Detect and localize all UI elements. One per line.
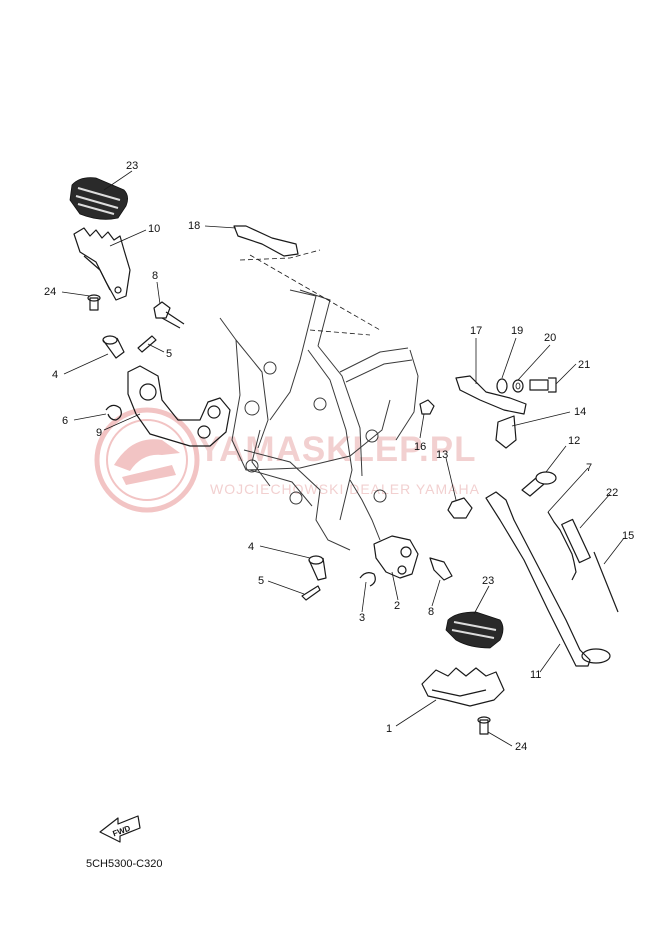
return-spring[interactable]: [593, 551, 619, 613]
footrest-rubber-top[interactable]: [69, 177, 128, 220]
cotter-pin-lower[interactable]: [301, 585, 321, 601]
callout-2: 2: [394, 600, 400, 612]
callout-1: 1: [386, 723, 392, 735]
footrest-rubber-lower[interactable]: [445, 611, 504, 649]
callout-24-top: 24: [44, 286, 56, 298]
callout-17: 17: [470, 325, 482, 337]
callout-7: 7: [586, 462, 592, 474]
bolt-bottom[interactable]: [477, 716, 491, 735]
callout-16: 16: [414, 441, 426, 453]
callout-20: 20: [544, 332, 556, 344]
footrest-bracket[interactable]: [127, 365, 231, 447]
footrest-lower[interactable]: [421, 667, 505, 707]
sidestand-nut[interactable]: [447, 497, 473, 519]
frame-outline: [219, 249, 419, 551]
callout-19: 19: [511, 325, 523, 337]
callout-23-lower: 23: [482, 575, 494, 587]
callout-4-lower: 4: [248, 541, 254, 553]
callout-12: 12: [568, 435, 580, 447]
callout-11: 11: [530, 669, 541, 681]
callout-8-lower: 8: [428, 606, 434, 618]
callout-22: 22: [606, 487, 618, 499]
pivot-pin-upper[interactable]: [102, 335, 125, 359]
rear-footrest-bracket[interactable]: [455, 375, 527, 415]
bolt-rear[interactable]: [529, 377, 557, 393]
callout-labels: 23 10 18 8 24 5 4 6 9 17 19 20 21 14 16 …: [44, 160, 634, 753]
callout-10: 10: [148, 223, 160, 235]
callout-18: 18: [188, 220, 200, 232]
callout-5-lower: 5: [258, 575, 264, 587]
bolt-upper[interactable]: [153, 301, 185, 329]
sidestand-bracket[interactable]: [495, 415, 517, 449]
sidestand-spring[interactable]: [547, 511, 577, 581]
callout-23-top: 23: [126, 160, 138, 172]
callout-5-upper: 5: [166, 348, 172, 360]
callout-21: 21: [578, 359, 590, 371]
watermark-text: YAMASKLEP.PL: [198, 430, 477, 469]
washer[interactable]: [496, 378, 508, 394]
callout-8-upper: 8: [152, 270, 158, 282]
forward-arrow-icon: FWD: [99, 815, 141, 843]
callout-6: 6: [62, 415, 68, 427]
sidestand[interactable]: [485, 491, 611, 667]
watermark-subtext: WOJCIECHOWSKI DEALER YAMAHA: [210, 481, 480, 497]
pivot-pin-lower[interactable]: [308, 555, 327, 581]
collar[interactable]: [512, 379, 524, 393]
cotter-pin-upper[interactable]: [137, 335, 157, 353]
diagram-code: 5CH5300-C320: [86, 858, 163, 870]
clip-lower[interactable]: [359, 572, 376, 587]
sidestand-bolt[interactable]: [521, 471, 557, 497]
leader-lines: [61, 170, 625, 747]
callout-9: 9: [96, 427, 102, 439]
callout-3: 3: [359, 612, 365, 624]
spring-sleeve[interactable]: [561, 518, 591, 564]
callout-15: 15: [622, 530, 634, 542]
footrest-bracket-rear[interactable]: [233, 225, 299, 257]
nut-small[interactable]: [419, 399, 435, 415]
callout-4-upper: 4: [52, 369, 58, 381]
callout-24-bottom: 24: [515, 741, 527, 753]
watermark-logo: [94, 407, 200, 513]
bolt-top[interactable]: [87, 294, 101, 311]
clip[interactable]: [105, 404, 122, 421]
callout-13: 13: [436, 449, 448, 461]
callout-14: 14: [574, 406, 586, 418]
bolt-lower[interactable]: [429, 557, 453, 581]
fwd-label: FWD: [111, 824, 131, 839]
footrest-bracket-lower[interactable]: [373, 535, 419, 579]
footrest-bracket-top[interactable]: [73, 227, 131, 301]
